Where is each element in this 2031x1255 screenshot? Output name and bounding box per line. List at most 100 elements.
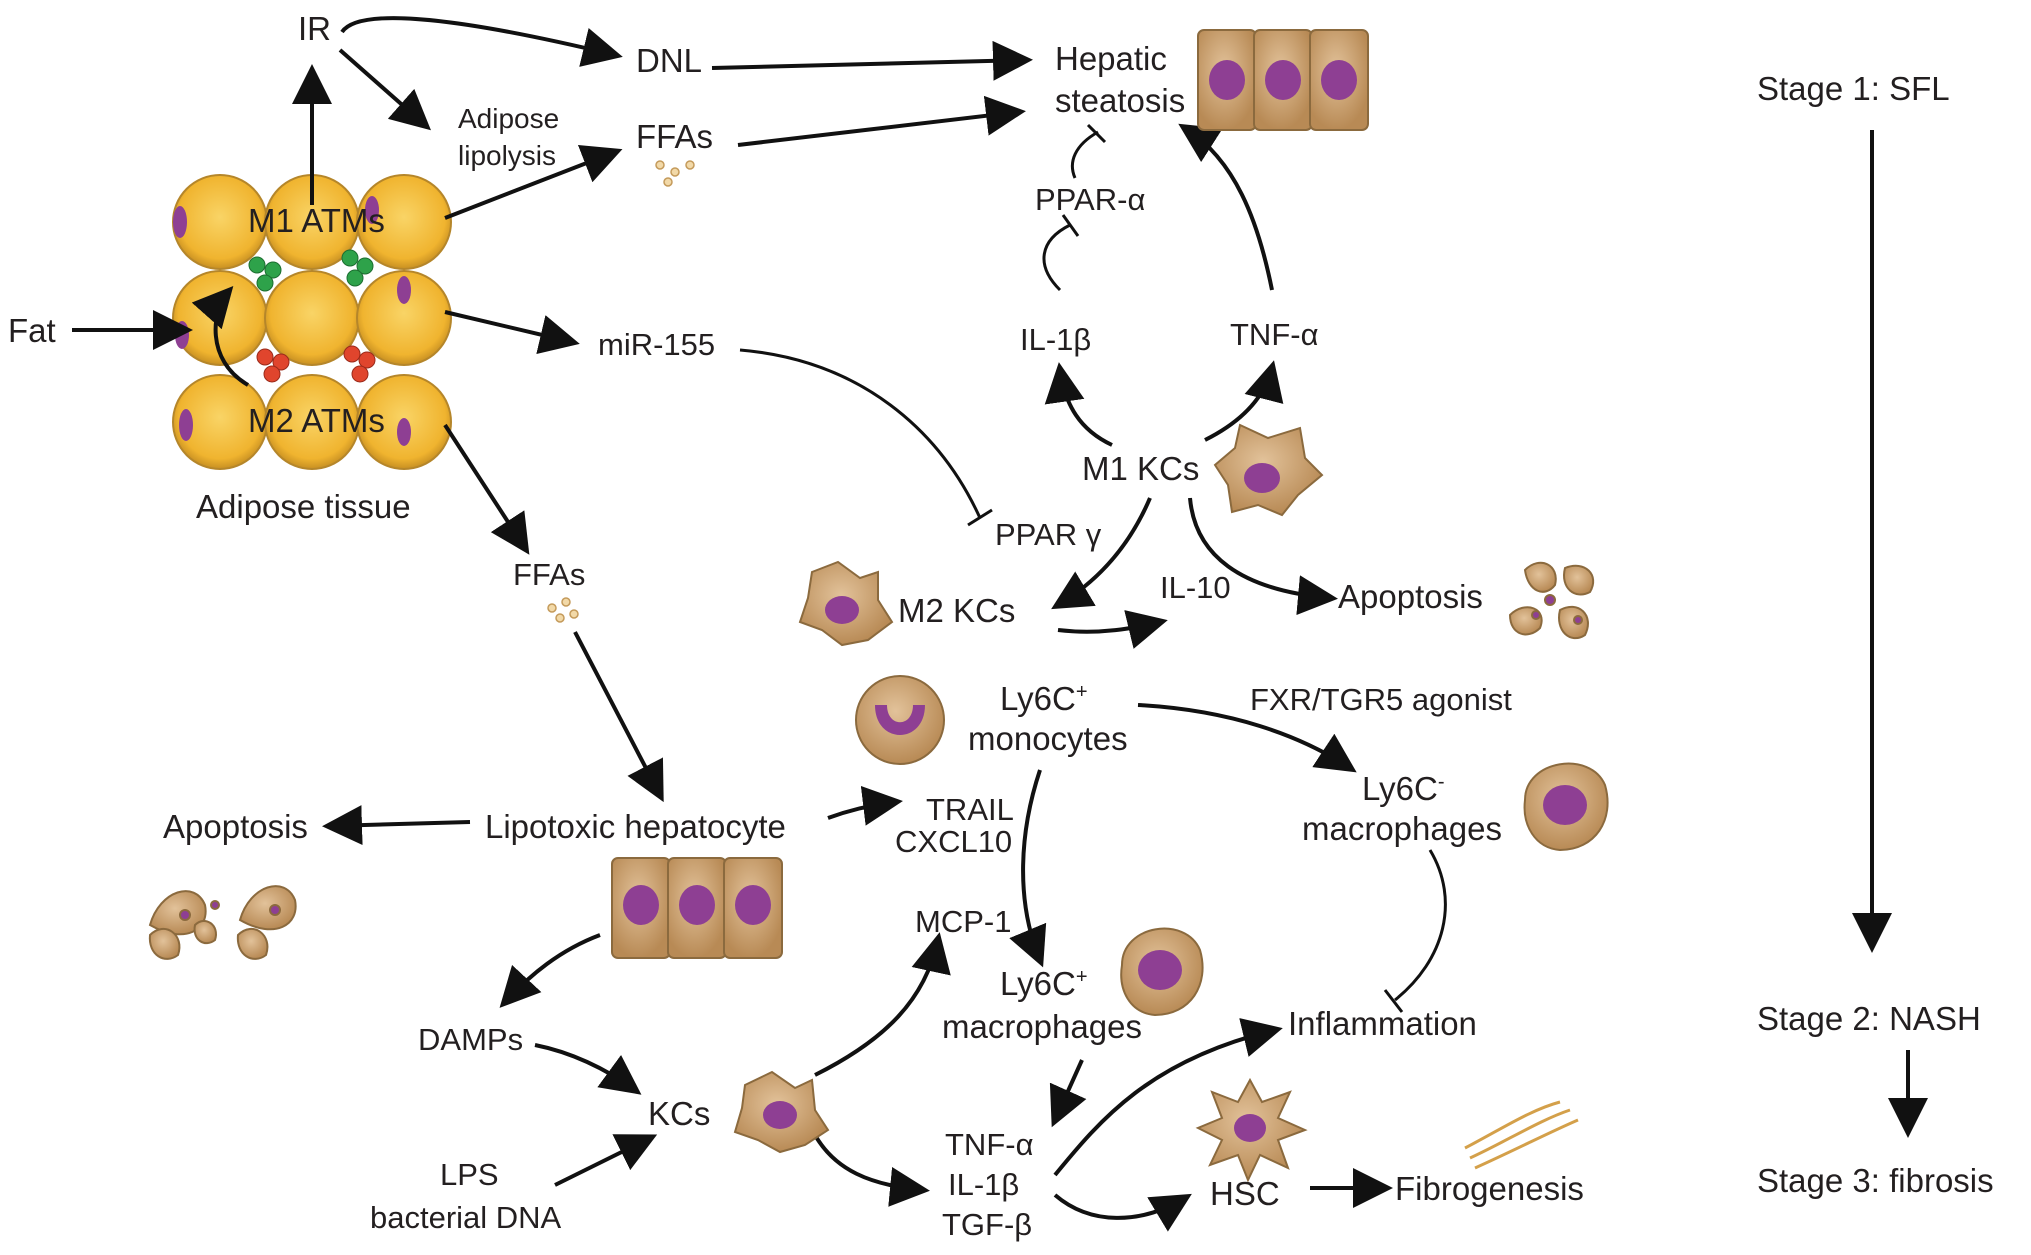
label-cxcl10: CXCL10 bbox=[895, 824, 1012, 859]
inhibit-ly6cminus-inflammation bbox=[1394, 849, 1447, 1002]
ffa-droplets-top bbox=[655, 160, 695, 187]
arrow-mono-ly6cplus bbox=[1009, 769, 1047, 968]
arrow-ffas-lipotoxic bbox=[573, 631, 664, 803]
label-mir155: miR-155 bbox=[598, 327, 715, 362]
label-adipose-lipolysis-1: Adipose bbox=[458, 103, 559, 134]
ly6c-minus-macrophage-cell bbox=[1523, 762, 1609, 852]
arrow-lipolysis-ffas bbox=[444, 144, 623, 220]
lipotoxic-hepatocytes bbox=[611, 857, 783, 959]
label-inflammation: Inflammation bbox=[1288, 1005, 1477, 1042]
arrow-mono-ly6cminus bbox=[1137, 703, 1357, 773]
arrow-mac-cytokines bbox=[1049, 1059, 1087, 1128]
inhibit-pparalpha-steatosis bbox=[1070, 130, 1099, 179]
label-apoptosis-left: Apoptosis bbox=[163, 808, 308, 845]
label-hsc: HSC bbox=[1210, 1175, 1280, 1212]
m1-kc-cell bbox=[1213, 423, 1324, 517]
label-fibrogenesis: Fibrogenesis bbox=[1395, 1170, 1584, 1207]
inhibit-head bbox=[1086, 123, 1107, 144]
arrow-ffas-steatosis bbox=[737, 95, 1026, 147]
adipocyte-nucleus bbox=[397, 418, 411, 446]
arrow-cytokines-hsc bbox=[1053, 1193, 1192, 1232]
m2-kc-cell bbox=[798, 560, 894, 647]
arrows bbox=[72, 16, 1928, 1232]
label-monocytes: monocytes bbox=[968, 720, 1128, 757]
label-ffas-top: FFAs bbox=[636, 118, 713, 155]
inhibit-head bbox=[1383, 989, 1404, 1013]
arrow-tnfa-steatosis bbox=[1178, 123, 1274, 291]
arrow-dnl-steatosis bbox=[711, 40, 1033, 81]
label-lps: LPS bbox=[440, 1157, 499, 1192]
arrow-m2kc-il10 bbox=[1057, 610, 1168, 649]
label-fxr-tgr5: FXR/TGR5 agonist bbox=[1250, 682, 1512, 717]
ly6c-plus-macrophage-cell bbox=[1120, 927, 1204, 1017]
label-stage2: Stage 2: NASH bbox=[1757, 1000, 1981, 1037]
label-tnfa-bottom: TNF-α bbox=[945, 1127, 1034, 1162]
arrow-adipose-mir155 bbox=[444, 310, 580, 355]
inhibit-il1b-pparalpha bbox=[1042, 223, 1071, 292]
label-bacterial-dna: bacterial DNA bbox=[370, 1200, 562, 1235]
kc-cell-bottom bbox=[733, 1070, 830, 1154]
label-stage3: Stage 3: fibrosis bbox=[1757, 1162, 1994, 1199]
arrow-m1kc-m2kc bbox=[1051, 497, 1152, 610]
ffa-droplets-mid bbox=[547, 597, 579, 623]
label-lipotoxic: Lipotoxic hepatocyte bbox=[485, 808, 786, 845]
m1-granules bbox=[248, 249, 374, 292]
arrow-kcs-cytokines bbox=[813, 1134, 930, 1207]
label-steatosis: steatosis bbox=[1055, 82, 1185, 119]
adipocyte-nucleus bbox=[365, 196, 379, 224]
label-il1b-top: IL-1β bbox=[1020, 322, 1091, 357]
label-ppar-gamma: PPAR γ bbox=[995, 517, 1102, 552]
label-ly6c-plus-macrophages: macrophages bbox=[942, 1008, 1142, 1045]
arrow-lps-kcs bbox=[554, 1134, 658, 1187]
inhibit-mir155-ppargamma bbox=[739, 348, 982, 519]
label-trail: TRAIL bbox=[926, 792, 1014, 827]
inhibit-head bbox=[1061, 214, 1080, 237]
label-damps: DAMPs bbox=[418, 1022, 523, 1057]
label-mcp1: MCP-1 bbox=[915, 904, 1011, 939]
apoptotic-fragments-left bbox=[148, 885, 297, 960]
hsc-cell bbox=[1195, 1077, 1308, 1183]
label-ffas-mid: FFAs bbox=[513, 557, 585, 592]
label-tgfb: TGF-β bbox=[942, 1207, 1032, 1242]
label-dnl: DNL bbox=[636, 42, 702, 79]
label-adipose-tissue: Adipose tissue bbox=[196, 488, 411, 525]
arrow-m2-m1 bbox=[191, 286, 250, 387]
label-m1-kcs: M1 KCs bbox=[1082, 450, 1199, 487]
adipocyte-nucleus bbox=[173, 206, 187, 238]
arrow-damps-kcs bbox=[534, 1043, 642, 1095]
arrow-hep-damps bbox=[499, 933, 601, 1008]
label-apoptosis-right: Apoptosis bbox=[1338, 578, 1483, 615]
label-ly6c-plus-mac: Ly6C+ bbox=[1000, 965, 1088, 1002]
arrow-m1kc-apoptosis bbox=[1188, 497, 1338, 616]
label-ly6c-plus-monocytes: Ly6C+ bbox=[1000, 680, 1088, 717]
collagen-fibers bbox=[1464, 1100, 1579, 1170]
adipocyte bbox=[356, 174, 452, 270]
hepatocytes-top bbox=[1197, 29, 1369, 131]
label-ppar-alpha: PPAR-α bbox=[1035, 182, 1145, 217]
adipose-tissue-cluster bbox=[172, 174, 452, 470]
label-adipose-lipolysis-2: lipolysis bbox=[458, 140, 556, 171]
label-m2-atms: M2 ATMs bbox=[248, 402, 385, 439]
adipocyte-nucleus bbox=[179, 409, 193, 441]
arrow-kcs-mcp1 bbox=[814, 932, 951, 1077]
adipocyte-nucleus bbox=[175, 321, 189, 349]
ly6c-plus-monocyte-cell bbox=[855, 675, 945, 765]
label-tnfa-top: TNF-α bbox=[1230, 317, 1319, 352]
apoptotic-fragments-right bbox=[1508, 561, 1595, 640]
arrow-lipotoxic-trail bbox=[827, 785, 903, 826]
m2-granules bbox=[256, 345, 376, 383]
label-stage1: Stage 1: SFL bbox=[1757, 70, 1950, 107]
adipocyte bbox=[356, 270, 452, 366]
label-il10: IL-10 bbox=[1160, 570, 1231, 605]
inhibit-head bbox=[967, 508, 993, 527]
label-m2-kcs: M2 KCs bbox=[898, 592, 1015, 629]
arrow-lipotoxic-apoptosis bbox=[322, 805, 471, 846]
arrow-adipose-ffas bbox=[443, 423, 530, 555]
label-kcs: KCs bbox=[648, 1095, 710, 1132]
inhibitions bbox=[739, 123, 1447, 1013]
label-hepatic: Hepatic bbox=[1055, 40, 1167, 77]
arrow-cytokines-inflammation bbox=[1053, 1018, 1283, 1177]
label-il1b-bottom: IL-1β bbox=[948, 1167, 1019, 1202]
label-fat: Fat bbox=[8, 312, 56, 349]
